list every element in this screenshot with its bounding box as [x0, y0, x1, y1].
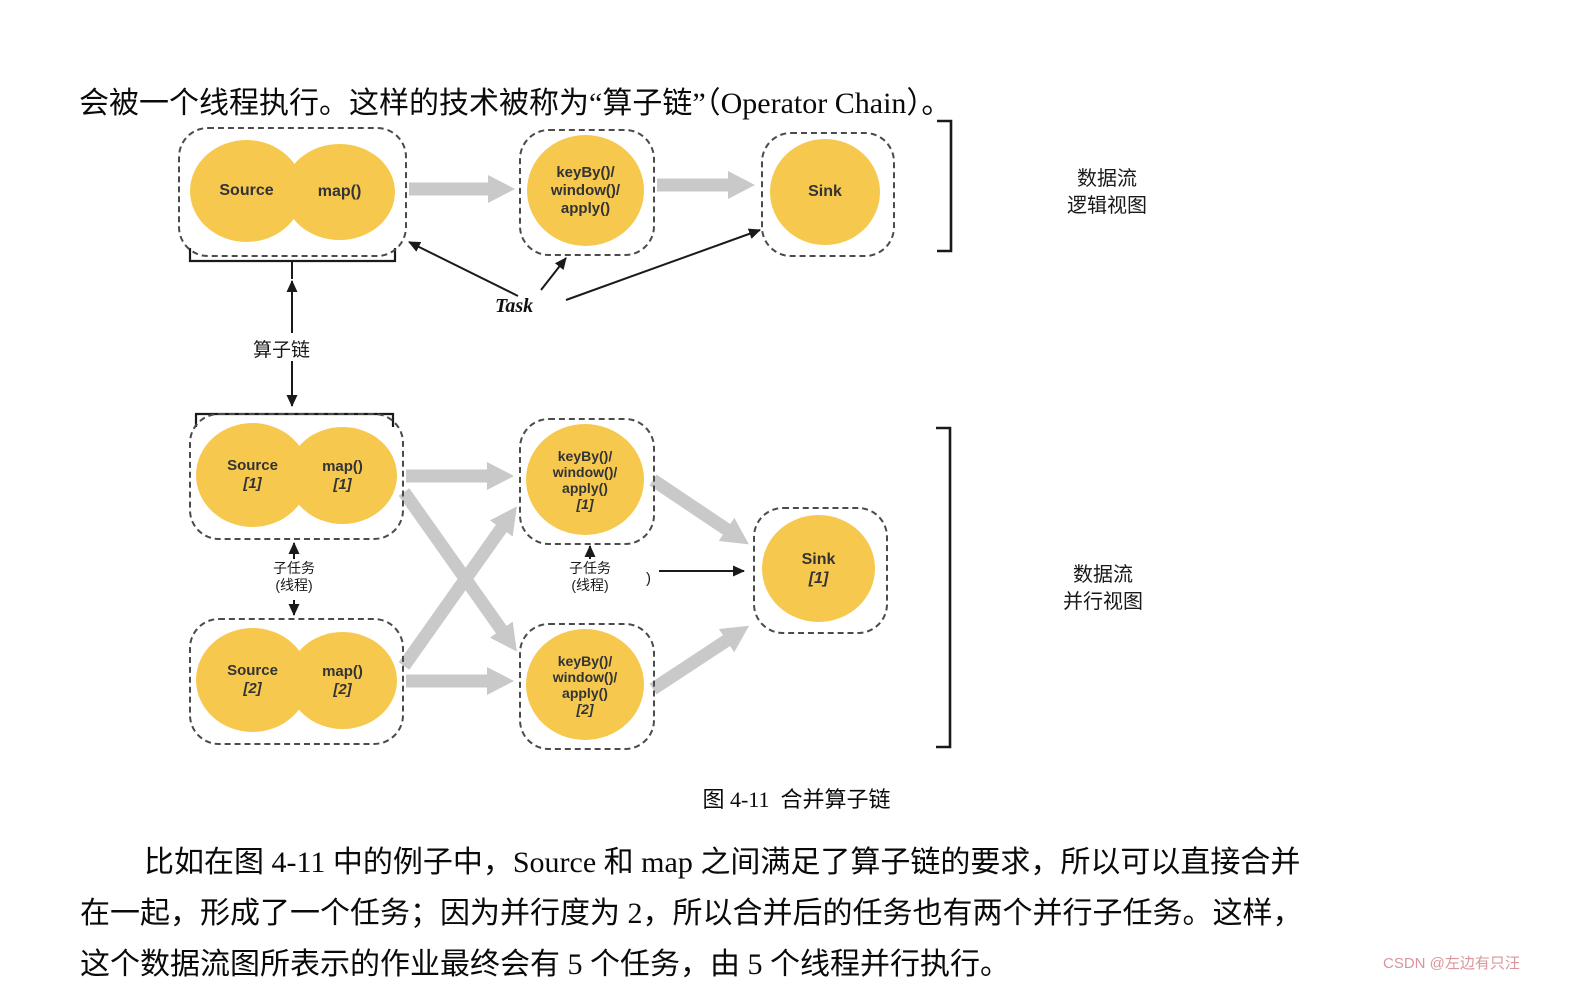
node-label: Sink — [801, 550, 836, 568]
node-map-1: map() [1] — [288, 427, 397, 524]
node-label: Source — [227, 457, 278, 474]
node-label: keyBy()/ window()/ apply() — [552, 447, 618, 496]
figure-caption: 图 4-11 合并算子链 — [702, 787, 891, 812]
body-line: 比如在图 4-11 中的例子中，Source 和 map 之间满足了算子链的要求… — [144, 846, 1301, 879]
node-keyby-2: keyBy()/ window()/ apply() [2] — [526, 629, 644, 740]
node-map-2: map() [2] — [288, 632, 397, 729]
node-keyby-1: keyBy()/ window()/ apply() [1] — [526, 424, 644, 535]
node-index: [2] — [243, 680, 262, 697]
node-index: [1] — [808, 569, 829, 587]
node-label: keyBy()/ window()/ apply() — [552, 652, 618, 701]
node-keyby-logical: keyBy()/ window()/ apply() — [527, 135, 644, 246]
logical-view-bracket — [937, 119, 953, 253]
watermark: CSDN @左边有只汪 — [1383, 955, 1520, 972]
node-map-logical: map() — [284, 144, 395, 240]
node-index: [1] — [576, 495, 594, 512]
node-index: [2] — [576, 700, 594, 717]
flow-arrow-cross-up — [398, 506, 517, 670]
keyby-box-parallel-1 — [519, 418, 655, 545]
body-line: 这个数据流图所表示的作业最终会有 5 个任务，由 5 个线程并行执行。 — [80, 948, 1010, 981]
sink-box-parallel — [753, 507, 888, 634]
node-label: keyBy()/ window()/ apply() — [550, 163, 621, 217]
logical-view-label: 数据流 逻辑视图 — [1067, 168, 1147, 217]
node-index: [2] — [333, 680, 352, 698]
node-label: map() — [317, 183, 362, 200]
subtask-thread-label-1: 子任务 (线程) — [273, 560, 315, 593]
keyby-box-logical — [519, 129, 655, 256]
flow-arrow-cross-down — [398, 488, 517, 652]
node-label: map() — [322, 662, 363, 680]
node-source-1: Source [1] — [196, 423, 309, 527]
operator-chain-box-logical — [178, 127, 407, 257]
flow-arrow-to-sink-lower — [649, 625, 750, 695]
intro-paragraph: 会被一个线程执行。这样的技术被称为“算子链”（Operator Chain）。 — [79, 87, 952, 120]
node-index: [1] — [243, 475, 262, 492]
flow-arrow-to-sink-upper — [649, 474, 749, 545]
task-arrow-left — [408, 241, 519, 297]
sink-box-logical — [761, 132, 895, 257]
brackets — [188, 119, 953, 749]
body-line: 在一起，形成了一个任务；因为并行度为 2，所以合并后的任务也有两个并行子任务。这… — [80, 897, 1303, 930]
node-label: Sink — [808, 183, 842, 200]
node-label: Source — [219, 182, 274, 199]
task-arrow-right — [565, 228, 761, 301]
subtask-thread-label-2: 子任务 (线程) — [569, 560, 611, 593]
task-arrow-middle — [540, 257, 567, 291]
node-index: [1] — [333, 475, 352, 493]
node-source-logical: Source — [190, 140, 303, 242]
annotation-arrows — [286, 228, 761, 616]
gray-flow-arrows — [398, 171, 755, 695]
operator-chain-box-parallel-1 — [189, 413, 404, 540]
stray-paren: ) — [646, 570, 651, 587]
body-paragraph: 比如在图 4-11 中的例子中，Source 和 map 之间满足了算子链的要求… — [80, 837, 1510, 990]
diagram-connectors — [188, 119, 953, 749]
node-sink-logical: Sink — [770, 139, 880, 245]
node-sink-1: Sink [1] — [762, 515, 875, 622]
operator-chain-label: 算子链 — [253, 340, 311, 361]
parallel-view-bracket — [936, 426, 952, 749]
node-label: Source — [227, 662, 278, 679]
task-label: Task — [495, 295, 534, 317]
operator-chain-box-parallel-2 — [189, 618, 404, 745]
parallel-view-label: 数据流 并行视图 — [1063, 564, 1143, 613]
node-label: map() — [322, 457, 363, 475]
keyby-box-parallel-2 — [519, 623, 655, 750]
